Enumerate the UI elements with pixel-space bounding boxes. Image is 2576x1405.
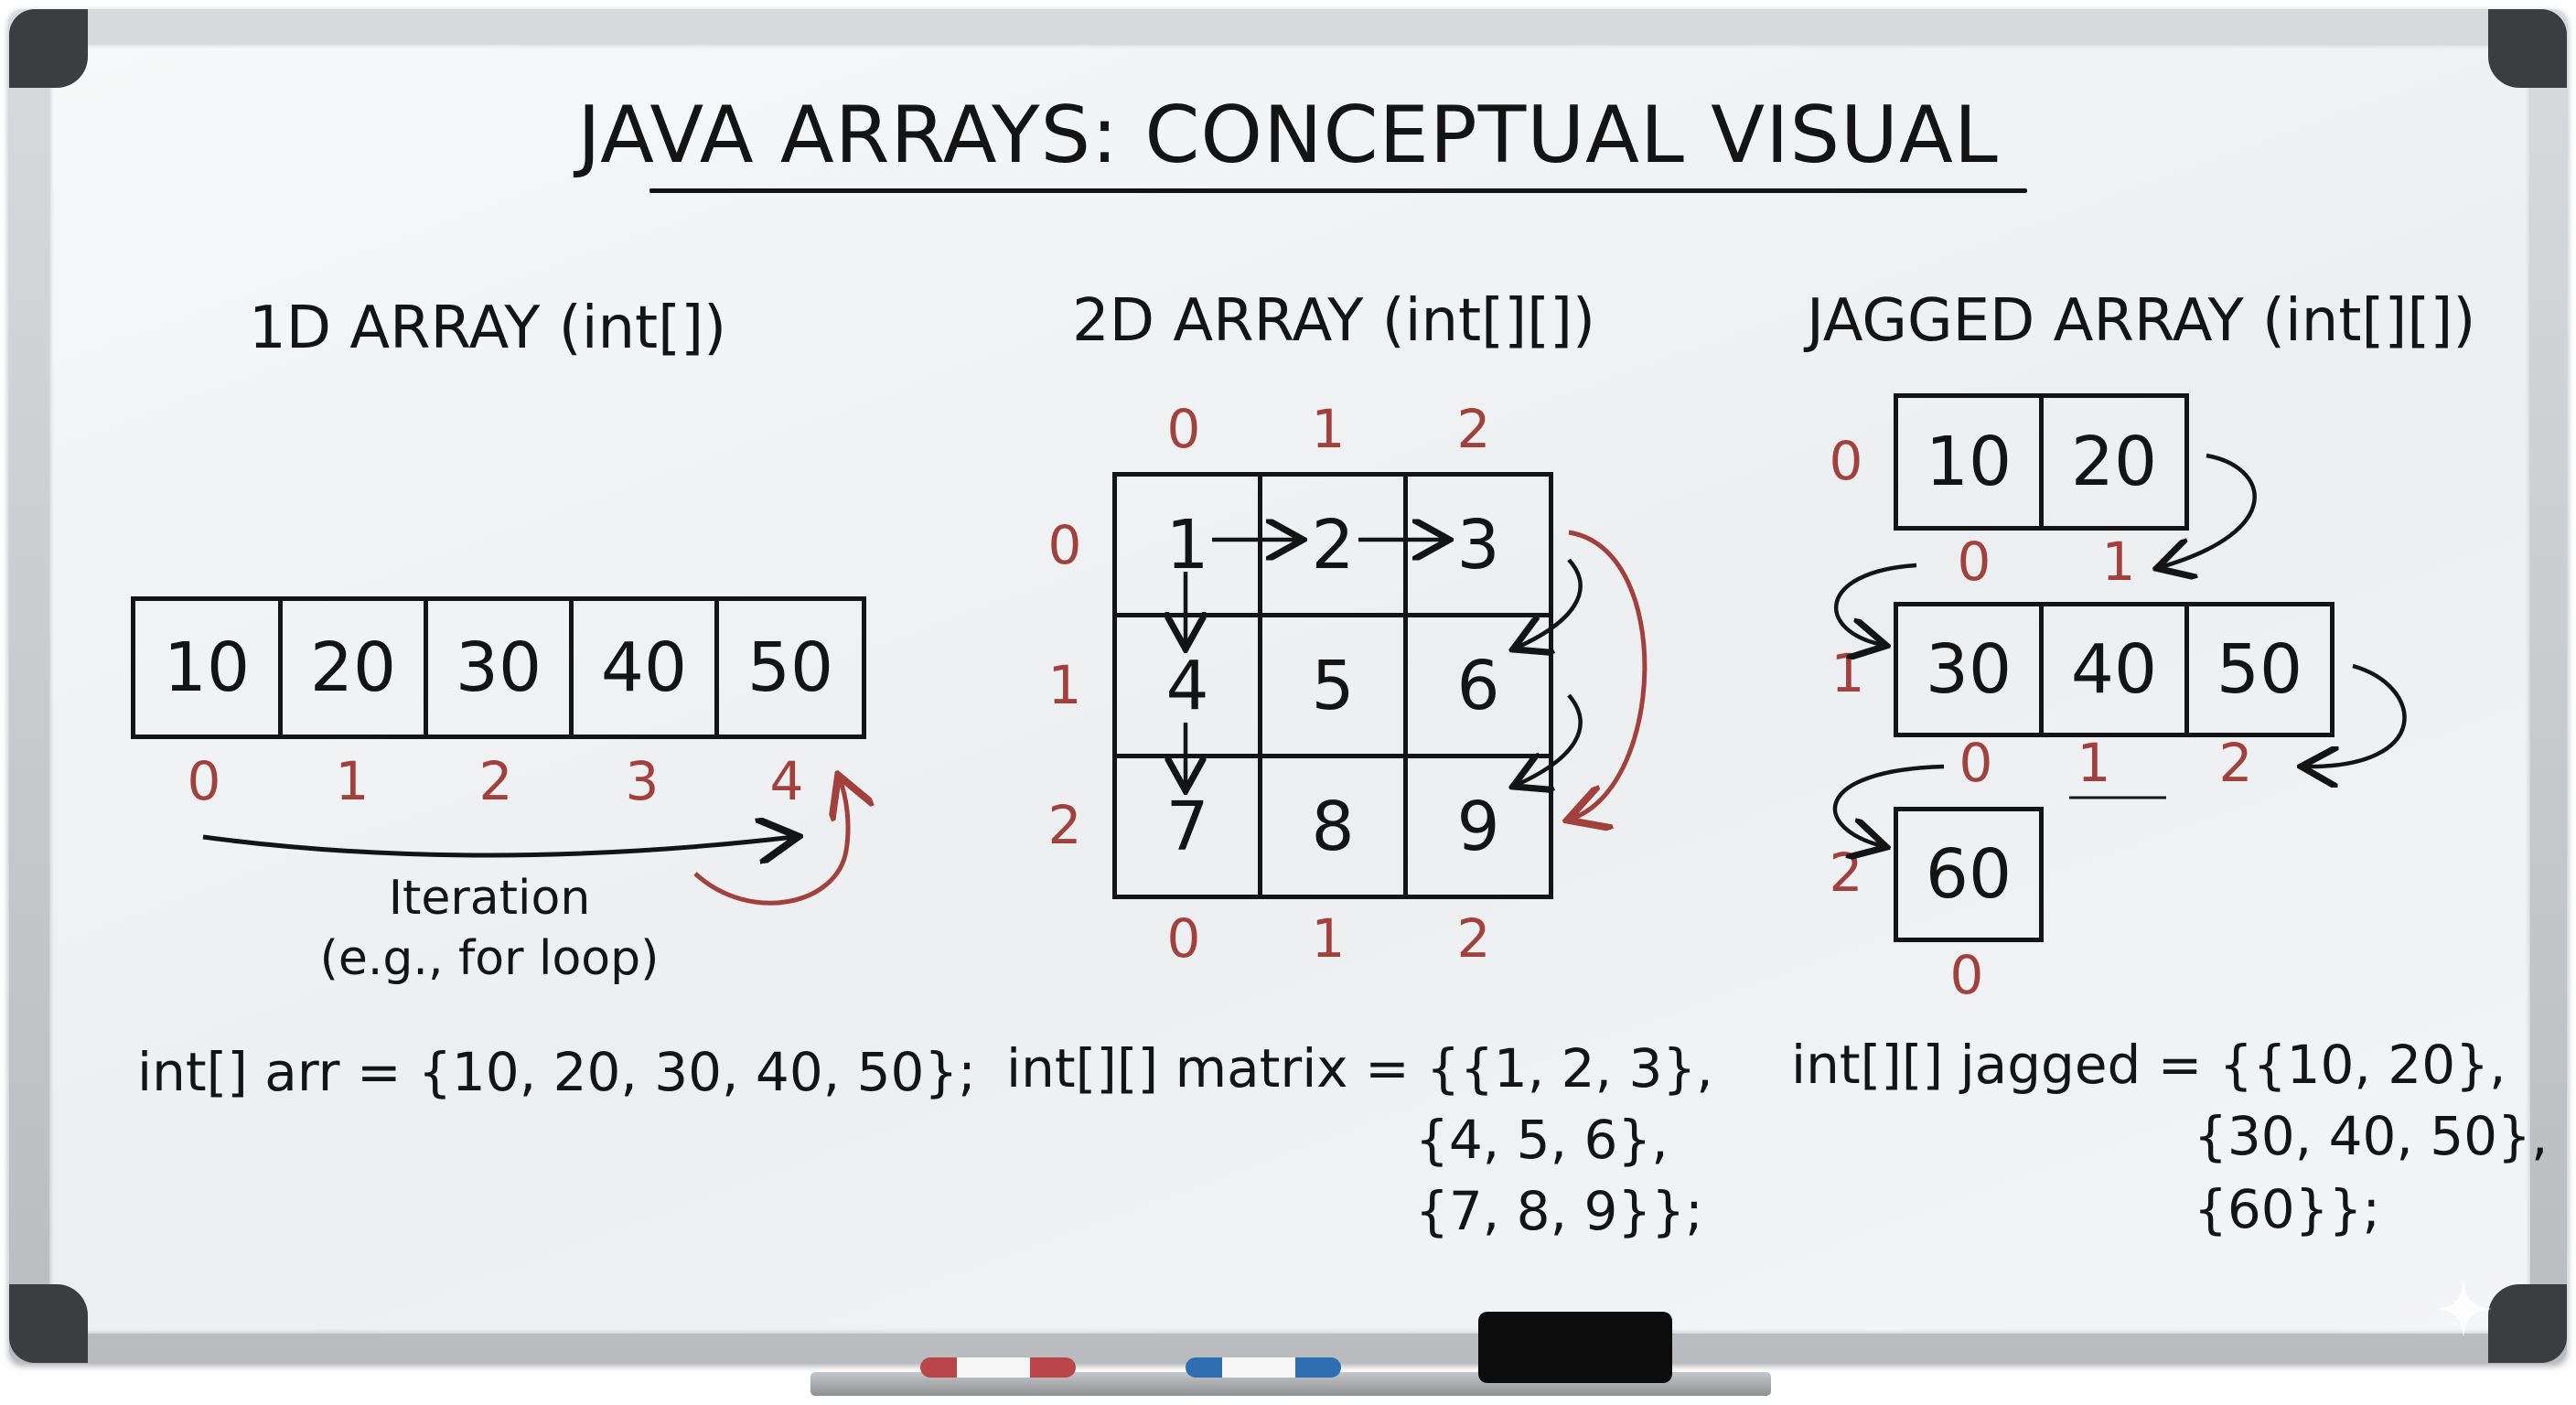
row-link-arrow: [1833, 563, 1917, 645]
wrap-around-arrow: [1569, 530, 1648, 819]
array-cell: 10: [131, 596, 283, 739]
jagged-code-line3: {60}};: [2194, 1178, 2381, 1240]
row-wrap-arrow: [1517, 558, 1583, 648]
index-label: 4: [769, 750, 804, 812]
column-index-label: 1: [2077, 732, 2111, 794]
column-index-label: 0: [1166, 398, 1201, 460]
title-underline: [649, 188, 2027, 193]
column-index-label: 0: [1957, 531, 1991, 593]
one-d-code: int[] arr = {10, 20, 30, 40, 50};: [137, 1041, 976, 1103]
two-d-heading: 2D ARRAY (int[][]): [1072, 287, 1595, 355]
row-index-label: 2: [1047, 794, 1082, 856]
frame-corner: [2488, 9, 2567, 88]
two-d-code-line3: {7, 8, 9}};: [1415, 1180, 1703, 1242]
row-index-label: 0: [1047, 514, 1082, 576]
index-label: 2: [478, 750, 513, 812]
iteration-note-example: (e.g., for loop): [319, 931, 660, 986]
index-label: 1: [335, 750, 370, 812]
column-index-label: 0: [1949, 944, 1984, 1006]
row-index-label: 1: [1047, 654, 1082, 716]
column-index-label: 2: [1456, 907, 1491, 970]
one-d-heading: 1D ARRAY (int[]): [249, 295, 727, 362]
jagged-cell: 30: [1894, 602, 2044, 737]
matrix-cell: 9: [1403, 754, 1553, 899]
column-index-label: 1: [2101, 531, 2136, 593]
row-wrap-arrow: [1517, 693, 1583, 785]
column-index-label: 2: [2218, 732, 2253, 794]
matrix-cell: 8: [1258, 754, 1408, 899]
index-label: 3: [625, 750, 660, 812]
row-index-label: 0: [1829, 430, 1863, 492]
column-index-label: 0: [1166, 907, 1201, 970]
jagged-code-line2: {30, 40, 50},: [2194, 1105, 2549, 1167]
frame-corner: [2488, 1284, 2567, 1363]
jagged-cell: 20: [2039, 393, 2189, 531]
whiteboard-surface: [49, 44, 2530, 1334]
red-marker: [920, 1357, 1076, 1378]
column-index-label: 1: [1311, 907, 1346, 970]
array-cell: 20: [278, 596, 428, 739]
two-d-code-line2: {4, 5, 6},: [1415, 1109, 1669, 1171]
jagged-cell: 60: [1894, 807, 2044, 942]
jagged-cell: 50: [2184, 602, 2334, 737]
row-link-arrow: [1832, 764, 1945, 846]
row-link-arrow: [2161, 453, 2257, 567]
array-cell: 50: [714, 596, 866, 739]
loop-back-arrow: [693, 779, 848, 906]
blue-marker: [1186, 1357, 1341, 1378]
iteration-arrow: [202, 837, 794, 855]
column-index-label: 2: [1456, 398, 1491, 460]
iteration-note: Iteration: [388, 871, 591, 926]
frame-corner: [9, 9, 88, 88]
column-index-label: 1: [1311, 398, 1346, 460]
index-label: 0: [187, 750, 221, 812]
jagged-heading: JAGGED ARRAY (int[][]): [1807, 287, 2476, 355]
matrix-cell: 2: [1258, 472, 1408, 617]
frame-corner: [9, 1284, 88, 1363]
row-link-arrow: [2305, 663, 2407, 767]
eraser: [1478, 1312, 1672, 1383]
two-d-code-line1: int[][] matrix = {{1, 2, 3},: [1006, 1037, 1713, 1099]
page-title: JAVA ARRAYS: CONCEPTUAL VISUAL: [577, 90, 1999, 181]
jagged-code-line1: int[][] jagged = {{10, 20},: [1791, 1034, 2506, 1096]
matrix-cell: 3: [1403, 472, 1553, 617]
sparkle-icon: [2435, 1281, 2492, 1337]
column-index-label: 0: [1959, 732, 1993, 794]
